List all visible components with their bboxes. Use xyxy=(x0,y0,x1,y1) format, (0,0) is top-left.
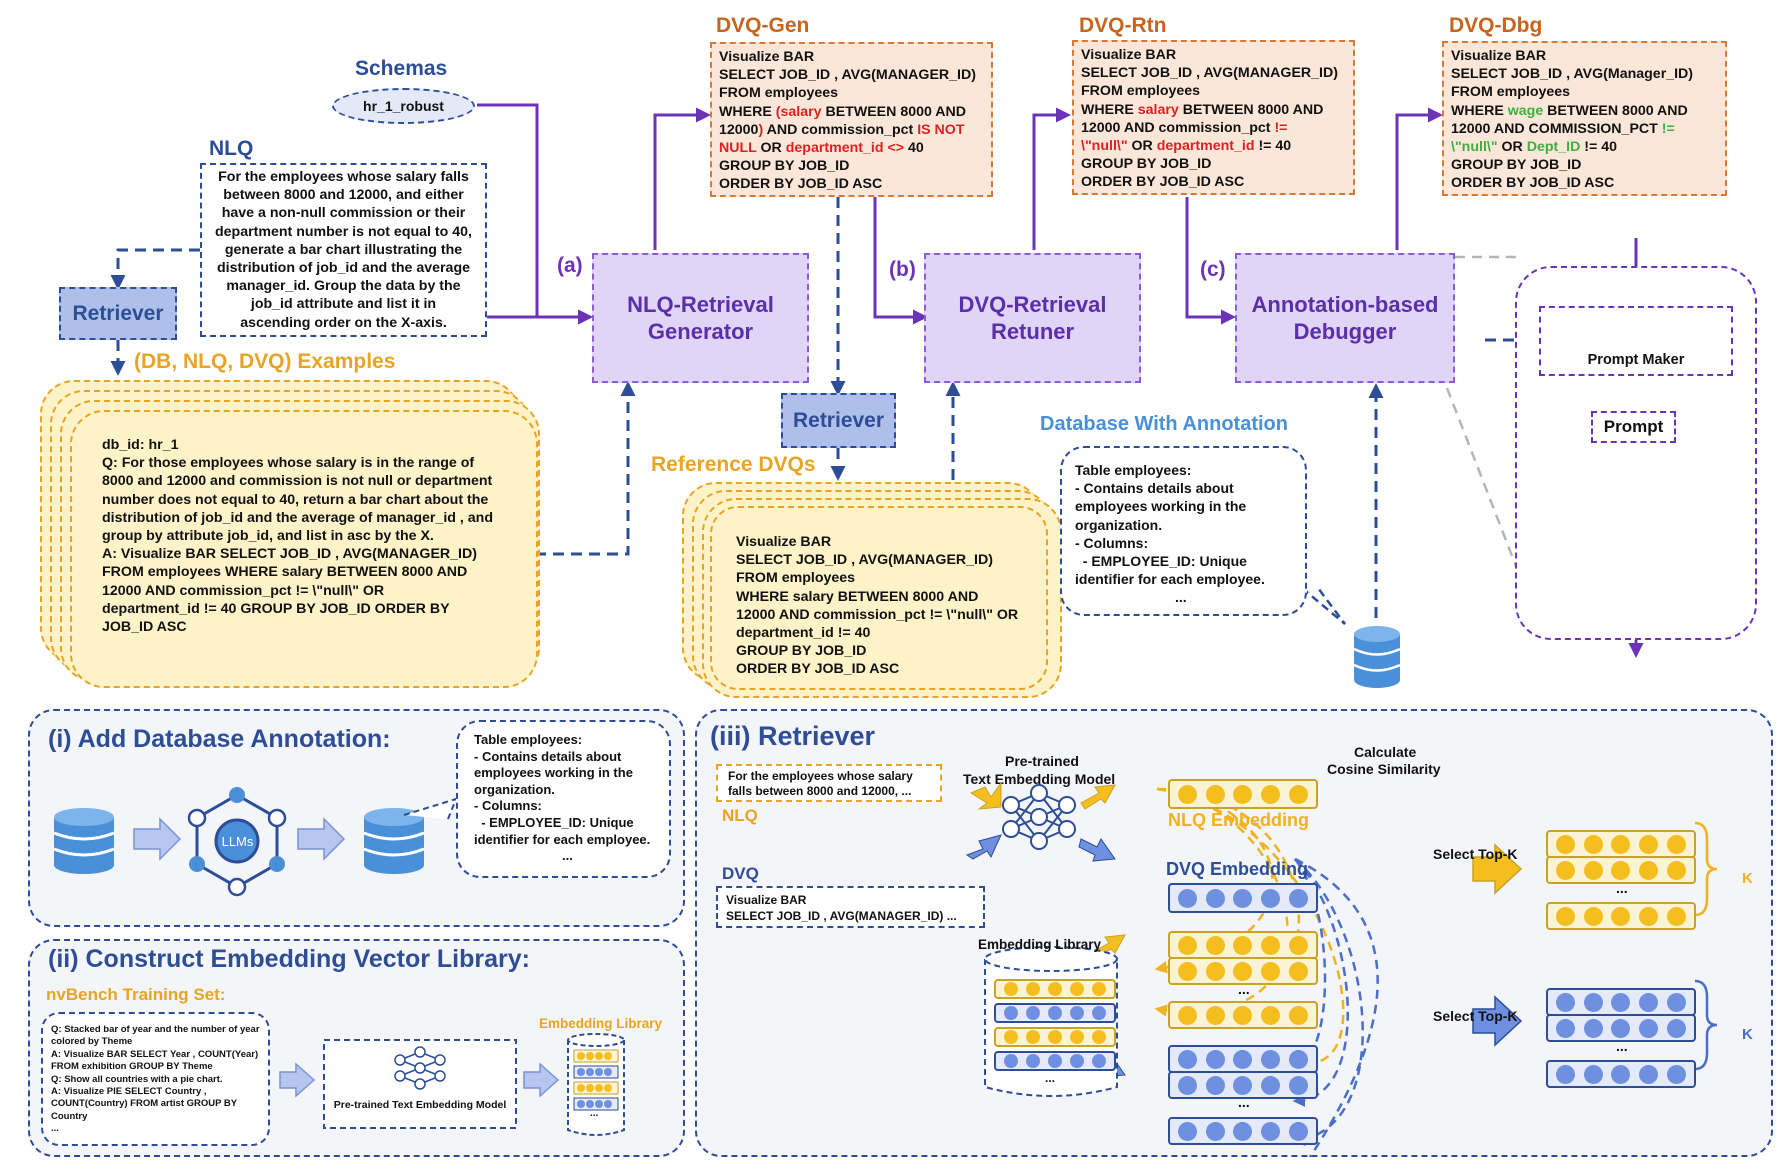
dvq-dbg-box: Visualize BAR SELECT JOB_ID , AVG(Manage… xyxy=(1442,41,1727,196)
topk-dvq-vector xyxy=(1546,988,1696,1016)
library-nlq-vector xyxy=(1168,1001,1318,1029)
panel2-library-cylinder xyxy=(567,1033,625,1136)
schemas-value: hr_1_robust xyxy=(332,88,475,124)
panel3-nlq-label: NLQ xyxy=(722,806,758,825)
module-c-tag: (c) xyxy=(1200,258,1226,281)
panel1-title: (i) Add Database Annotation: xyxy=(48,725,391,753)
panel2-library-ellipsis: ... xyxy=(590,1108,599,1119)
dvq-gen-box: Visualize BAR SELECT JOB_ID , AVG(MANAGE… xyxy=(710,42,993,197)
llm-hub-small-icon xyxy=(187,787,287,897)
prompt-maker-box xyxy=(1539,306,1733,376)
select-topk-dvq-label: Select Top-K xyxy=(1433,1008,1518,1024)
retriever-middle: Retriever xyxy=(781,393,896,448)
reference-dvqs-title: Reference DVQs xyxy=(651,453,816,476)
library-dvq-vector xyxy=(1168,1071,1318,1099)
arrow-right-1 xyxy=(133,817,182,861)
panel1-annotation-bubble: Table employees:- Contains details about… xyxy=(456,720,671,878)
topk-nlq-vector xyxy=(1546,856,1696,884)
library-nlq-vector xyxy=(1168,931,1318,959)
panel2-model-label: Pre-trained Text Embedding Model xyxy=(333,1099,507,1111)
retrieval-dashed-arrows xyxy=(110,197,1540,618)
topk-dvq-ellipsis: ... xyxy=(1616,1038,1628,1054)
database-icon xyxy=(1353,626,1401,688)
db-icon-after xyxy=(363,808,425,874)
arrow-dvq-to-model xyxy=(965,834,1002,860)
annotation-bubble-tail xyxy=(1301,587,1346,625)
brace-dvq xyxy=(1694,979,1718,1071)
library-dvq-ellipsis: ... xyxy=(1238,1094,1250,1110)
nlq-title: NLQ xyxy=(209,137,254,160)
panel2-training-examples: Q: Stacked bar of year and the number of… xyxy=(41,1012,270,1146)
db-icon-before xyxy=(53,808,115,874)
module-a-tag: (a) xyxy=(557,254,583,277)
arrow-model-to-nlq-emb xyxy=(1080,784,1116,810)
panel1-icons xyxy=(53,787,458,897)
panel2-arrow-1 xyxy=(279,1062,316,1098)
cylinder-row xyxy=(994,979,1116,999)
panel3-cosine-label-2: Cosine Similarity xyxy=(1327,761,1441,777)
select-topk-nlq-label: Select Top-K xyxy=(1433,846,1518,862)
dvq-dbg-title: DVQ-Dbg xyxy=(1449,14,1543,37)
panel2-subtitle: nvBench Training Set: xyxy=(46,985,226,1004)
arrow-select-topk-dvq xyxy=(1472,995,1523,1047)
panel3-model-label-1: Pre-trained xyxy=(1005,753,1079,769)
dvq-rtn-title: DVQ-Rtn xyxy=(1079,14,1167,37)
arrow-right-2 xyxy=(297,817,346,861)
dvq-gen-title: DVQ-Gen xyxy=(716,14,810,37)
topk-nlq-vector xyxy=(1546,902,1696,930)
panel3-library-label: Embedding Library xyxy=(978,937,1102,952)
database-annotation-title: Database With Annotation xyxy=(1040,413,1288,435)
library-dvq-vector xyxy=(1168,1045,1318,1073)
panel2-graphics xyxy=(279,1033,625,1136)
library-nlq-ellipsis: ... xyxy=(1238,981,1250,997)
panel3-dvq-label: DVQ xyxy=(722,864,759,883)
cylinder-row xyxy=(994,1003,1116,1023)
schemas-title: Schemas xyxy=(355,57,448,80)
cylinder-ellipsis: ... xyxy=(1045,1071,1056,1085)
panel3-cosine-label-1: Calculate xyxy=(1354,744,1417,760)
cylinder-row xyxy=(994,1051,1116,1071)
panel3-dvq-embedding-label: DVQ Embedding xyxy=(1166,859,1309,879)
arrow-nlq-to-model xyxy=(969,781,1002,810)
cylinder-row xyxy=(994,1027,1116,1047)
neural-net-icon-small xyxy=(394,1046,446,1090)
panel1-llms-label: LLMs xyxy=(221,834,254,849)
k-label-nlq: K xyxy=(1742,870,1753,887)
arrow-select-topk-nlq xyxy=(1472,843,1523,895)
panel2-library-label: Embedding Library xyxy=(539,1016,663,1031)
brace-nlq xyxy=(1694,821,1718,917)
k-label-dvq: K xyxy=(1742,1026,1753,1043)
panel2-title: (ii) Construct Embedding Vector Library: xyxy=(48,945,530,973)
dvq-embedding-vector xyxy=(1168,883,1318,913)
topk-nlq-ellipsis: ... xyxy=(1616,880,1628,896)
llms-label: LLMs xyxy=(1617,541,1655,558)
examples-title: (DB, NLQ, DVQ) Examples xyxy=(134,350,396,373)
retriever-left: Retriever xyxy=(59,287,177,340)
prompt-box: Prompt xyxy=(1591,411,1676,443)
topk-dvq-vector xyxy=(1546,1060,1696,1088)
panel3-nlq-embedding-label: NLQ Embedding xyxy=(1168,810,1309,830)
nlq-embedding-vector xyxy=(1168,779,1318,809)
annotation-bubble: Table employees:- Contains details about… xyxy=(1060,446,1307,616)
topk-dvq-vector xyxy=(1546,1014,1696,1042)
library-dvq-vector xyxy=(1168,1117,1318,1145)
panel2-arrow-2 xyxy=(523,1062,560,1098)
arrow-model-to-dvq-emb xyxy=(1078,838,1116,862)
dvq-rtn-box: Visualize BAR SELECT JOB_ID , AVG(MANAGE… xyxy=(1072,40,1355,195)
neural-net-icon xyxy=(1002,784,1076,850)
library-nlq-vector xyxy=(1168,957,1318,985)
module-b-tag: (b) xyxy=(889,258,916,281)
prompt-maker-label: Prompt Maker xyxy=(1587,352,1685,368)
panel3-title: (iii) Retriever xyxy=(710,721,876,751)
topk-nlq-vector xyxy=(1546,830,1696,858)
